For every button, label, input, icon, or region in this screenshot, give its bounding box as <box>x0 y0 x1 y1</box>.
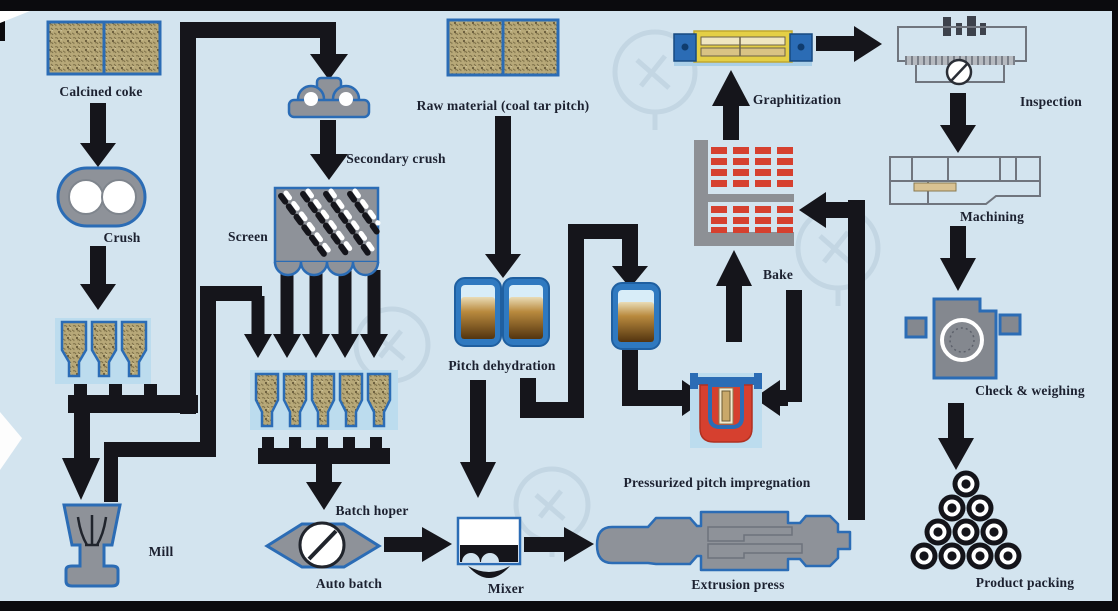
screen-icon <box>273 186 381 277</box>
pipe-to-secondary-crush <box>180 22 348 414</box>
secondary-crush-icon <box>287 76 371 119</box>
arrow-check-to-packing <box>938 403 974 470</box>
impregnation-icon <box>690 373 762 448</box>
arrow-impregnation-to-bake <box>716 250 752 342</box>
arrow-autobatch-to-mixer <box>384 527 452 562</box>
auto-batch-label: Auto batch <box>315 576 383 591</box>
arrow-manifold-to-mill <box>62 411 100 500</box>
check-weighing-label: Check & weighing <box>975 383 1085 398</box>
impregnation-label: Pressurized pitch impregnation <box>623 475 811 490</box>
graphitization-label: Graphitization <box>752 92 842 107</box>
pitch-tank-icon <box>611 282 661 350</box>
pipe-bake-to-impregnation <box>754 290 802 416</box>
silo-hoppers-icon <box>55 318 151 384</box>
flow-connectors <box>62 22 976 562</box>
bake-icon <box>694 140 794 246</box>
arrow-inspection-to-machining <box>940 93 976 153</box>
pipe-batch-manifold <box>258 437 390 510</box>
pitch-dehydration-icon <box>454 277 550 347</box>
mixer-label: Mixer <box>487 581 525 596</box>
arrow-machining-to-check <box>940 226 976 291</box>
arrow-calcined-to-crush <box>80 103 116 167</box>
check-weighing-icon <box>904 297 1022 380</box>
pipe-silo-manifold <box>68 384 198 413</box>
mill-label: Mill <box>148 544 174 559</box>
left-border <box>0 11 5 41</box>
arrow-graph-to-inspection <box>816 26 882 62</box>
inspection-icon <box>897 16 1027 86</box>
mill-icon <box>62 503 122 588</box>
product-packing-label: Product packing <box>975 575 1075 590</box>
bake-label: Bake <box>762 267 794 282</box>
arrow-crush-to-silo <box>80 246 116 310</box>
machining-label: Machining <box>959 209 1025 224</box>
top-border <box>0 0 1118 11</box>
batch-hoper-label: Batch hoper <box>335 503 409 518</box>
arrow-mixer-to-press <box>524 527 594 562</box>
arrow-raw-to-dehydration <box>485 116 521 278</box>
secondary-crush-label: Secondary crush <box>346 151 446 166</box>
batch-hoper-icon <box>250 370 398 430</box>
raw-material-label: Raw material (coal tar pitch) <box>416 98 590 113</box>
crush-label: Crush <box>103 230 141 245</box>
extrusion-press-icon <box>595 510 852 572</box>
arrows-screen-to-batch <box>273 270 388 358</box>
crush-icon <box>56 166 147 228</box>
raw-material-icon <box>446 18 560 77</box>
pitch-dehydration-label: Pitch dehydration <box>448 358 556 373</box>
pipe-dehydration-to-tank <box>520 224 648 418</box>
graphitization-icon <box>673 30 813 66</box>
auto-batch-icon <box>264 521 382 569</box>
pipe-mill-recycle <box>104 286 272 502</box>
extrusion-press-label: Extrusion press <box>691 577 785 592</box>
screen-label: Screen <box>228 229 268 244</box>
mixer-icon <box>456 516 522 578</box>
pipe-press-to-bake <box>799 192 865 520</box>
calcined-coke-icon <box>46 20 162 76</box>
right-border <box>1112 0 1118 611</box>
arrow-bake-to-graphitization <box>712 70 750 140</box>
arrow-dehydration-to-mixer <box>460 380 496 498</box>
inspection-label: Inspection <box>1019 94 1083 109</box>
bottom-border <box>0 601 1118 611</box>
arrow-secondary-to-screen <box>310 120 348 180</box>
calcined-coke-label: Calcined coke <box>59 84 143 99</box>
machining-icon <box>889 156 1041 205</box>
product-packing-icon <box>910 470 1022 570</box>
